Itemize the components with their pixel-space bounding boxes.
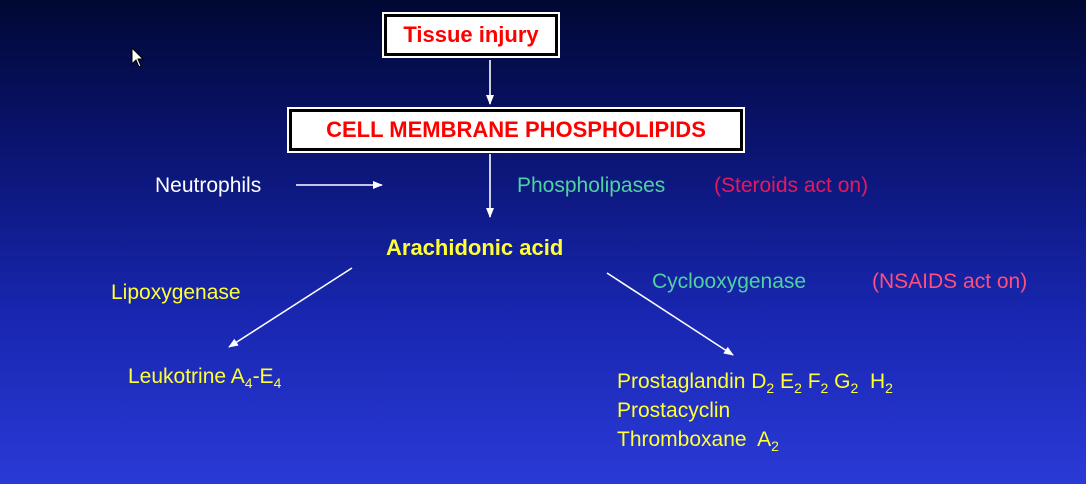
prostacyclin-label: Prostacyclin	[617, 399, 731, 422]
cell-membrane-label: CELL MEMBRANE PHOSPHOLIPIDS	[326, 117, 706, 142]
leukotriene-label: Leukotrine A4-E4	[128, 365, 282, 391]
tissue-injury-box: Tissue injury	[382, 12, 560, 58]
arachidonic-acid-label: Arachidonic acid	[386, 235, 564, 260]
steroids-note: (Steroids act on)	[714, 174, 869, 197]
arrow-to-prostaglandin	[606, 272, 734, 356]
arrow-to-leukotriene	[228, 267, 353, 348]
thromboxane-label: Thromboxane A2	[617, 428, 779, 454]
nsaids-note: (NSAIDS act on)	[872, 270, 1028, 293]
cell-membrane-box: CELL MEMBRANE PHOSPHOLIPIDS	[287, 107, 745, 153]
lipoxygenase-label: Lipoxygenase	[111, 281, 241, 304]
mouse-pointer-icon	[131, 47, 145, 68]
prostaglandin-label: Prostaglandin D2 E2 F2 G2 H2	[617, 370, 893, 396]
phospholipases-label: Phospholipases	[517, 174, 666, 197]
cyclooxygenase-label: Cyclooxygenase	[652, 270, 807, 293]
tissue-injury-label: Tissue injury	[403, 22, 539, 47]
neutrophils-label: Neutrophils	[155, 174, 262, 197]
